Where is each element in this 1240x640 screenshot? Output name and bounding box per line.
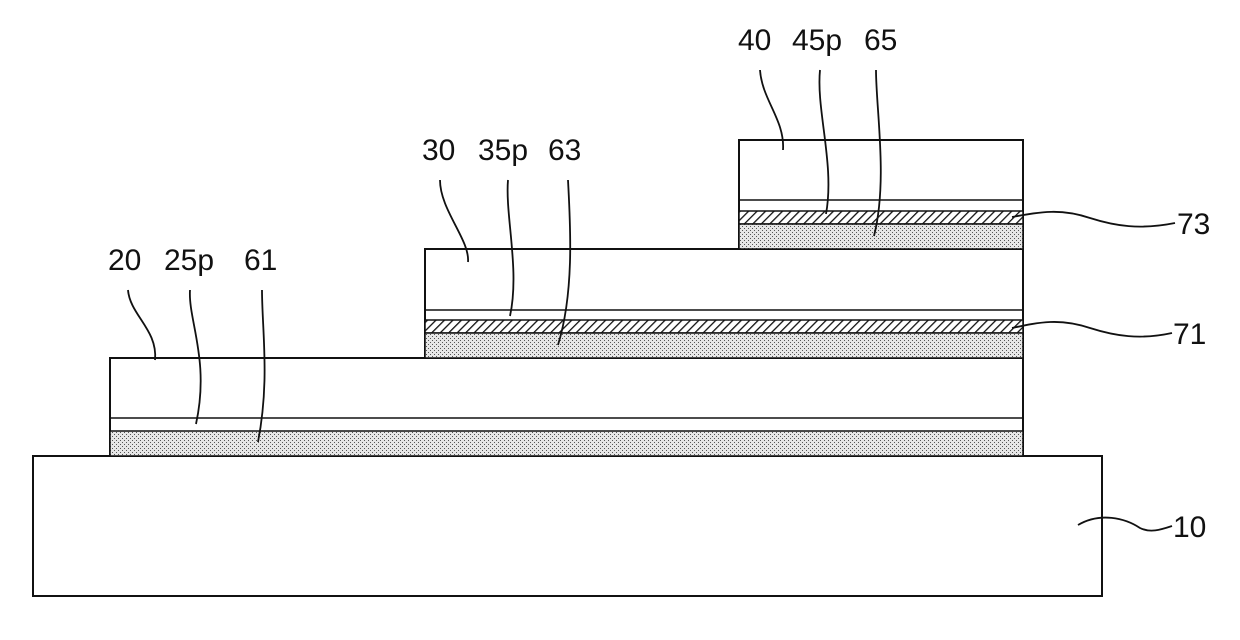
label-63: 63: [548, 134, 581, 167]
label-71: 71: [1173, 318, 1206, 351]
leader-71: [1012, 322, 1172, 337]
leader-20: [128, 290, 155, 360]
label-10: 10: [1173, 511, 1206, 544]
label-45p: 45p: [792, 24, 842, 57]
layer-73-hatched: [739, 211, 1023, 224]
label-73: 73: [1177, 208, 1210, 241]
label-40: 40: [738, 24, 771, 57]
label-35p: 35p: [478, 134, 528, 167]
label-65: 65: [864, 24, 897, 57]
label-25p: 25p: [164, 244, 214, 277]
layer-71-hatched: [425, 320, 1023, 333]
label-61: 61: [244, 244, 277, 277]
substrate-layer-10: [33, 456, 1102, 596]
label-20: 20: [108, 244, 141, 277]
bonding-layer-65: [739, 224, 1023, 249]
bonding-layer-63: [425, 333, 1023, 358]
label-30: 30: [422, 134, 455, 167]
leader-73: [1012, 212, 1175, 227]
leader-40: [760, 70, 783, 150]
bonding-layer-61: [110, 431, 1023, 456]
